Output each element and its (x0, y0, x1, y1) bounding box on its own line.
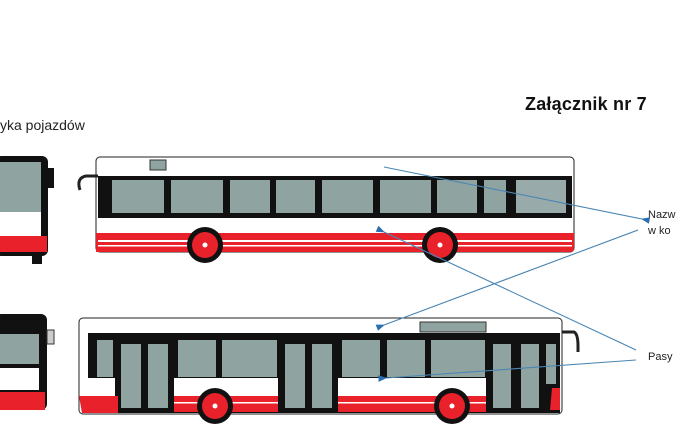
label-name-line1: Nazw (648, 209, 676, 221)
bus-side-view-bottom (78, 317, 580, 424)
arrow-name-top-bus (383, 166, 651, 224)
attachment-title: Załącznik nr 7 (525, 94, 647, 114)
arrow-name-bottom-bus (375, 229, 639, 331)
bus-front-view-bottom (0, 314, 55, 410)
arrow-stripes-top-bus (375, 225, 637, 351)
arrow-stripes-bottom-bus (378, 359, 637, 382)
label-name-line2: w ko (648, 225, 671, 237)
section-subtitle: yka pojazdów (0, 117, 85, 133)
label-stripes: Pasy (648, 351, 673, 363)
bus-front-view-top (0, 156, 54, 264)
annotation-arrows (375, 166, 651, 382)
bus-side-view-top (77, 156, 575, 263)
